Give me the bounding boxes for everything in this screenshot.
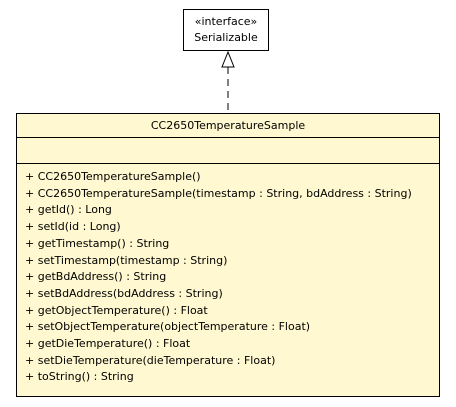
method-set-id: + setId(id : Long) bbox=[25, 220, 121, 234]
interface-name: Serializable bbox=[194, 31, 258, 44]
method-constructor-default: + CC2650TemperatureSample() bbox=[25, 170, 201, 183]
method-set-object-temperature: + setObjectTemperature(objectTemperature… bbox=[25, 320, 311, 334]
method-get-die-temperature: + getDieTemperature() : Float bbox=[25, 337, 191, 351]
method-set-die-temperature: + setDieTemperature(dieTemperature : Flo… bbox=[25, 353, 276, 367]
class-name: CC2650TemperatureSample bbox=[17, 114, 439, 138]
attributes-compartment bbox=[17, 138, 439, 164]
method-to-string: + toString() : String bbox=[25, 370, 134, 384]
method-set-bd-address: + setBdAddress(bdAddress : String) bbox=[25, 286, 223, 300]
method-get-timestamp: + getTimestamp() : String bbox=[25, 236, 170, 250]
method-get-bd-address: + getBdAddress() : String bbox=[25, 270, 167, 284]
interface-stereotype: «interface» bbox=[194, 15, 258, 28]
realization-arrowhead-icon bbox=[221, 50, 235, 68]
class-cc2650-temperature-sample: CC2650TemperatureSample + CC2650Temperat… bbox=[16, 113, 440, 397]
method-get-id: + getId() : Long bbox=[25, 203, 112, 217]
method-set-timestamp: + setTimestamp(timestamp : String) bbox=[25, 253, 228, 267]
method-constructor-args: + CC2650TemperatureSample(timestamp : St… bbox=[25, 186, 412, 200]
method-get-object-temperature: + getObjectTemperature() : Float bbox=[25, 303, 208, 317]
interface-serializable: «interface» Serializable bbox=[183, 9, 269, 51]
methods-compartment: + CC2650TemperatureSample() + CC2650Temp… bbox=[17, 164, 439, 386]
